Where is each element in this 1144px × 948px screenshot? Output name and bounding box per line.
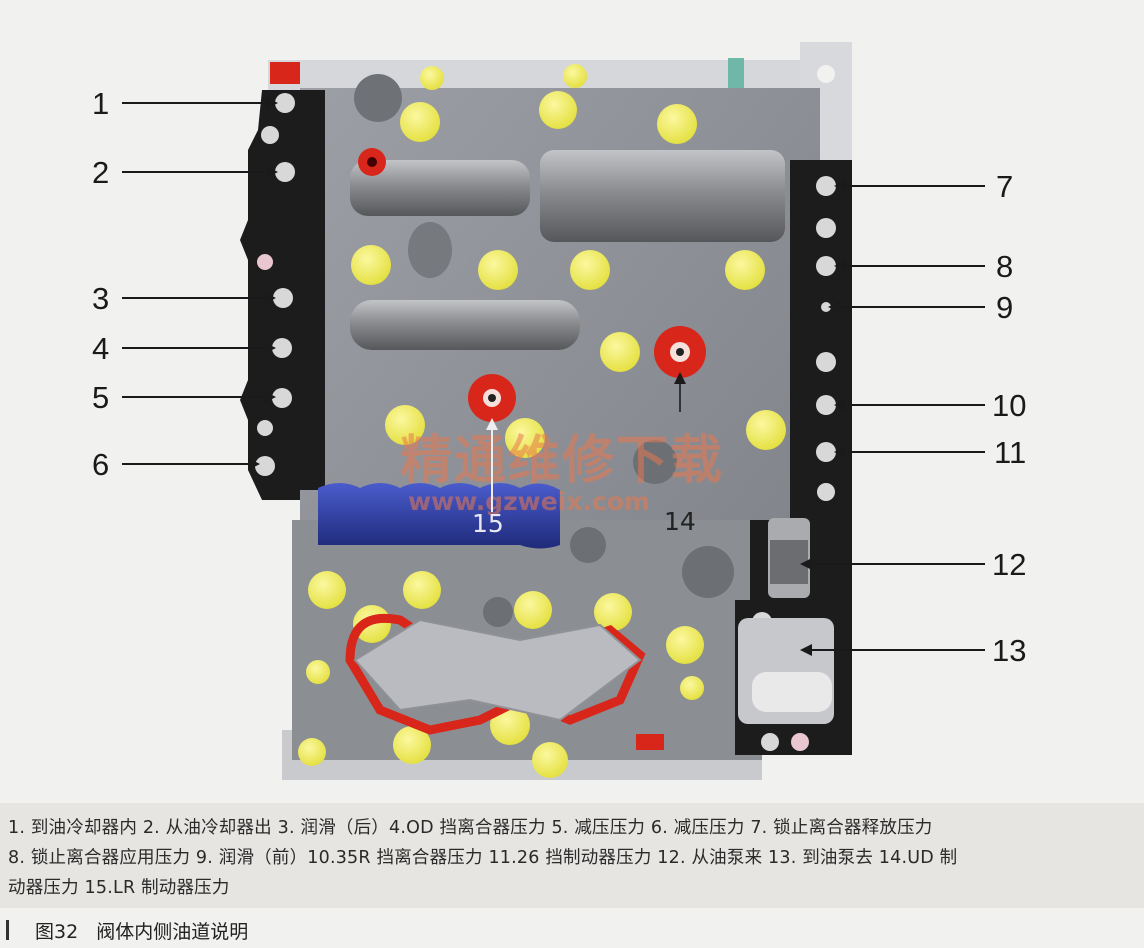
leader-lines: [122, 102, 985, 651]
figure-title: 阀体内侧油道说明: [96, 920, 249, 943]
caption-marker: [6, 920, 9, 940]
middle-spool-valve: [350, 74, 580, 350]
caption-line-1: 1. 到油冷却器内 2. 从油冷却器出 3. 润滑（后）4.OD 挡离合器压力 …: [8, 818, 933, 838]
callout-1: 1: [92, 86, 109, 121]
grey-ports: [483, 440, 734, 627]
callout-6: 6: [92, 447, 109, 482]
caption-line-2: 8. 锁止离合器应用压力 9. 润滑（前）10.35R 挡离合器压力 11.26…: [8, 848, 958, 868]
port-14: [654, 326, 706, 378]
callout-3: 3: [92, 281, 109, 316]
watermark-chinese: 精通维修下载: [400, 431, 724, 491]
left-gasket: [240, 90, 325, 500]
caption-box: 1. 到油冷却器内 2. 从油冷却器出 3. 润滑（后）4.OD 挡离合器压力 …: [0, 803, 1144, 908]
callout-2: 2: [92, 155, 109, 190]
lower-bracket: [345, 613, 646, 735]
callout-10: 10: [992, 388, 1026, 423]
blue-valve: [318, 483, 560, 549]
callout-13: 13: [992, 633, 1026, 668]
callout-15: 15: [472, 509, 504, 538]
right-callouts: 7 8 9 10 11 12 13: [992, 169, 1026, 668]
watermark-url: www.gzweix.com: [408, 487, 650, 516]
port-15: [468, 374, 516, 422]
caption-line-3: 动器压力 15.LR 制动器压力: [8, 878, 230, 898]
right-gasket: [735, 160, 852, 755]
callout-5: 5: [92, 380, 109, 415]
red-patch: [636, 734, 664, 750]
valve-body-diagram: 精通维修下载 www.gzweix.com: [92, 42, 1027, 780]
callout-12: 12: [992, 547, 1026, 582]
callout-14: 14: [664, 507, 696, 536]
left-callouts: 1 2 3 4 5 6: [92, 86, 109, 482]
leader-arrowheads: [248, 97, 846, 656]
figure-number: 图32: [35, 920, 79, 943]
upper-spool-valve: [350, 148, 785, 242]
callout-11: 11: [994, 435, 1026, 470]
callout-7: 7: [996, 169, 1013, 204]
callout-9: 9: [996, 290, 1013, 325]
callout-8: 8: [996, 249, 1013, 284]
figure-caption: 图32 阀体内侧油道说明: [0, 912, 1144, 948]
callout-4: 4: [92, 331, 109, 366]
